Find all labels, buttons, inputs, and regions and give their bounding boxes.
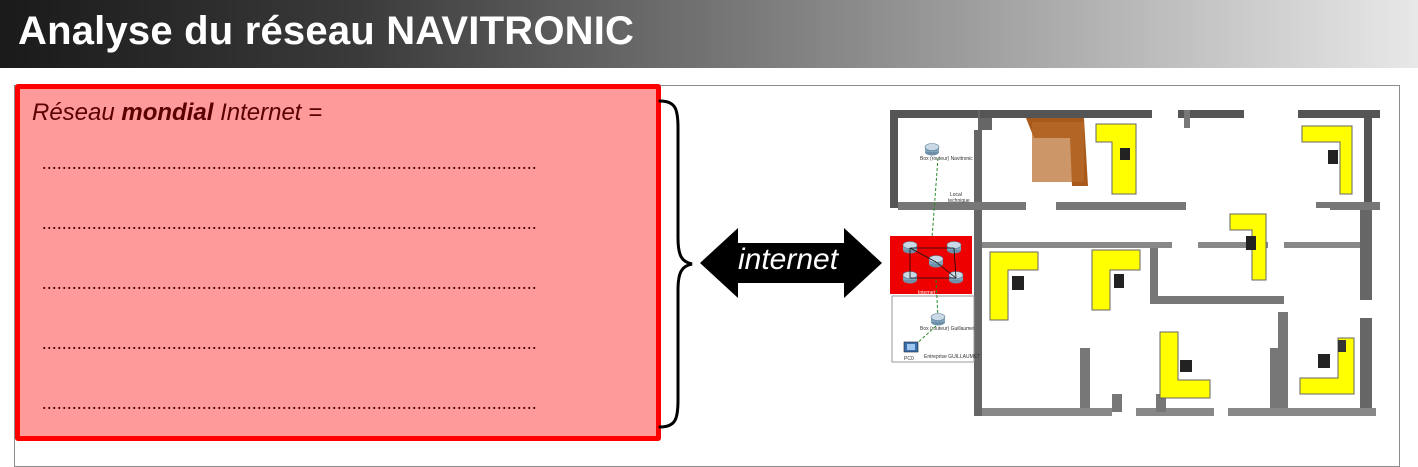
internet-zone-label: Internet [918,290,936,296]
local-technique-label-2: technique [948,198,970,204]
entreprise-label: Entreprise GUILLAUMET [924,354,980,360]
double-arrow-icon [700,228,882,298]
curly-brace-icon [658,99,693,429]
guillaumet-router-label: Box (routeur) Guillaumet [920,326,975,332]
pc-label: PC0 [904,356,914,362]
navitronic-router-label: Box (routeur) Navitronic [920,156,973,162]
definition-box: Réseau mondial Internet = ..............… [15,84,661,441]
internet-arrow-label: internet [738,243,839,276]
local-technique-label: Local [950,192,962,198]
answer-line-2: ........................................… [42,213,537,233]
header-bar: Analyse du réseau NAVITRONIC [0,0,1418,68]
answer-line-1: ........................................… [42,153,537,173]
answer-line-4: ........................................… [42,333,537,353]
definition-label: Réseau mondial Internet = [32,99,323,126]
page-title: Analyse du réseau NAVITRONIC [18,9,635,53]
answer-line-3: ........................................… [42,273,537,293]
answer-line-5: ........................................… [42,393,537,413]
network-floor-plan: Internet Box (routeur) Navitronic Local … [890,110,1380,416]
